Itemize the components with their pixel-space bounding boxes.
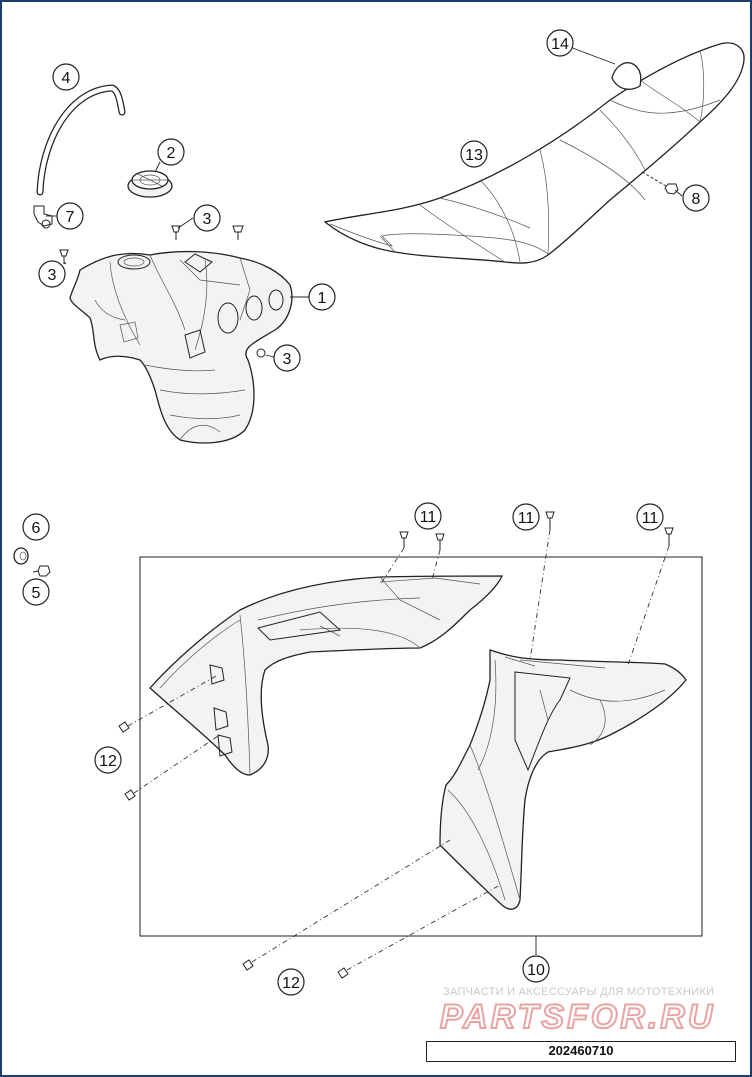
screw-3-a [171,225,181,240]
callout-2: 2 [157,138,185,166]
callout-11-b: 11 [512,503,540,531]
seat-cover-tab [611,62,642,90]
svg-text:13: 13 [465,147,483,164]
svg-text:14: 14 [551,36,569,53]
seat [323,42,745,264]
spoiler-right [439,649,687,910]
screw-12-a [118,675,219,801]
screw-11-c [627,527,674,666]
callout-6: 6 [22,513,50,541]
svg-text:6: 6 [32,520,41,537]
screw-11-a [379,531,445,586]
seat-nut [641,171,679,195]
callout-4: 4 [52,63,80,91]
callout-12-a: 12 [94,746,122,774]
svg-text:3: 3 [283,351,292,368]
drawing-number: 202460710 [426,1041,736,1062]
svg-text:11: 11 [642,510,659,527]
svg-text:5: 5 [32,585,41,602]
svg-text:3: 3 [48,267,57,284]
watermark: ЗАПЧАСТИ И АКСЕССУАРЫ ДЛЯ МОТОТЕХНИКИ PA… [439,986,715,1037]
callout-3-c: 3 [273,344,301,372]
svg-text:4: 4 [62,70,71,87]
tank-cap [127,170,173,198]
callout-7: 7 [56,202,84,230]
vent-hose [36,84,126,196]
callout-1: 1 [308,283,336,311]
screw-12-b [242,839,501,979]
watermark-logo: PARTSFOR.RU [440,998,715,1036]
screw-3-d [256,348,266,358]
svg-text:8: 8 [692,191,701,208]
fuel-connector [33,205,53,229]
callout-11-c: 11 [636,503,664,531]
watermark-tagline: ЗАПЧАСТИ И АКСЕССУАРЫ ДЛЯ МОТОТЕХНИКИ [443,986,714,998]
svg-text:3: 3 [203,211,212,228]
bolt [37,565,51,577]
svg-text:11: 11 [420,509,437,526]
spoiler-left [149,575,504,776]
svg-text:12: 12 [282,975,300,992]
spoiler-group-box [139,556,703,937]
svg-text:7: 7 [66,209,75,226]
svg-text:12: 12 [99,753,117,770]
svg-text:1: 1 [318,290,327,307]
svg-text:11: 11 [518,510,535,527]
callout-12-b: 12 [277,968,305,996]
callout-14: 14 [546,29,574,57]
callout-10: 10 [522,955,550,983]
spacer-bushing [13,547,29,565]
callout-3-a: 3 [193,204,221,232]
screw-11-b [529,511,555,661]
screw-3-b [232,225,244,240]
callout-3-b: 3 [38,260,66,288]
screw-3-c [59,249,69,264]
svg-text:10: 10 [527,962,545,979]
callout-8: 8 [682,184,710,212]
svg-text:2: 2 [167,145,176,162]
callout-5: 5 [22,578,50,606]
callout-11-a: 11 [414,502,442,530]
callout-13: 13 [460,140,488,168]
fuel-tank [69,250,293,444]
